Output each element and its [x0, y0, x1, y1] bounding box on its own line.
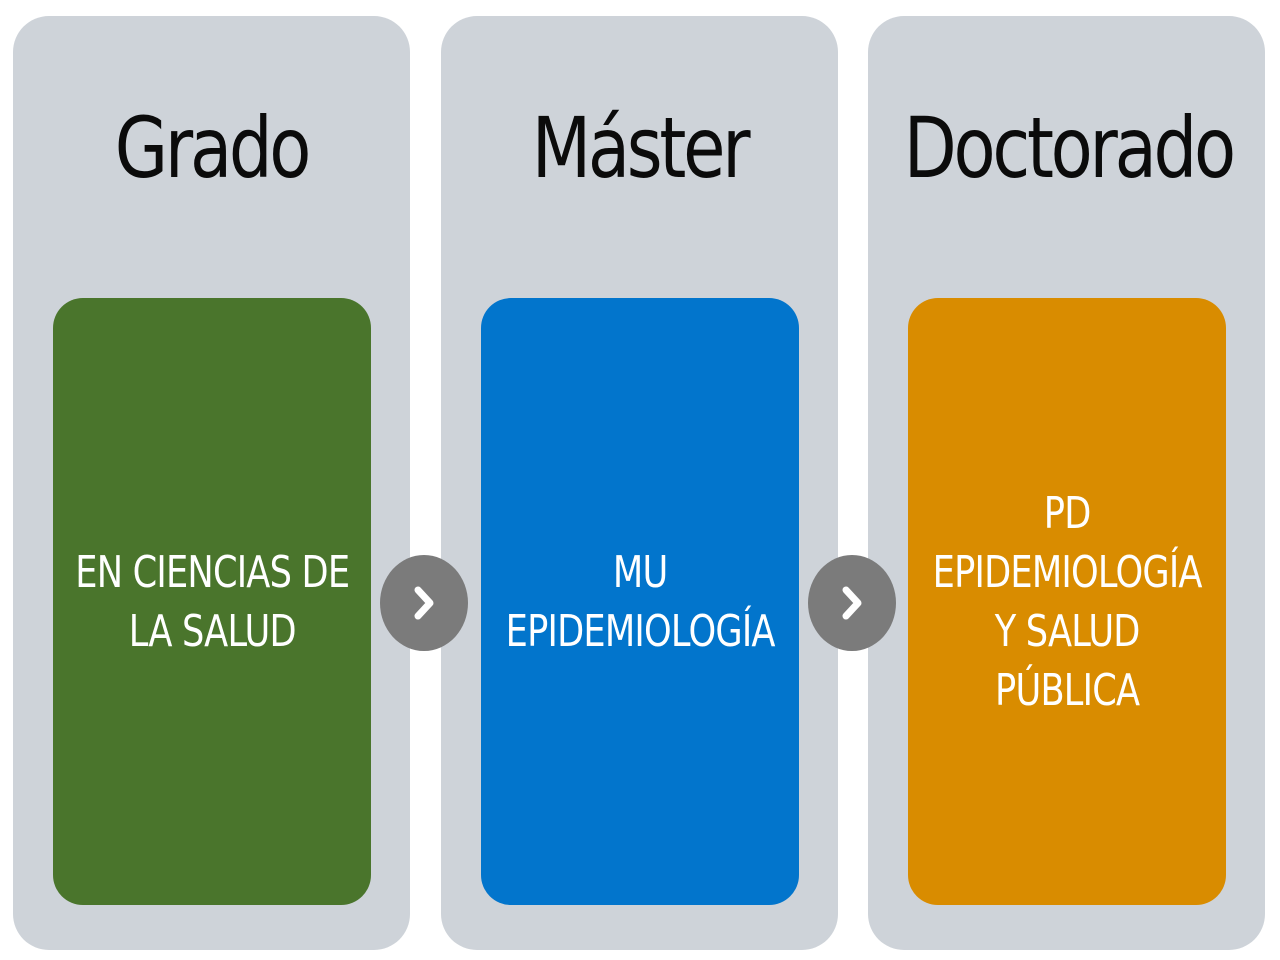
chevron-right-icon	[380, 555, 468, 651]
stage-card-line: EPIDEMIOLOGÍA	[505, 605, 775, 657]
stage-card-line: EN CIENCIAS DE	[75, 546, 350, 598]
stage-card-text: PD EPIDEMIOLOGÍA Y SALUD PÚBLICA	[932, 484, 1202, 720]
stage-title: Máster	[531, 99, 751, 197]
stage-column-grado: Grado EN CIENCIAS DE LA SALUD	[13, 16, 410, 950]
stage-card-line: MU	[612, 546, 668, 598]
stage-card-line: EPIDEMIOLOGÍA	[932, 546, 1202, 598]
stage-title: Grado	[114, 99, 312, 197]
stage-card-line: PÚBLICA	[994, 664, 1140, 716]
stage-card: PD EPIDEMIOLOGÍA Y SALUD PÚBLICA	[908, 298, 1226, 905]
stage-card-line: Y SALUD	[994, 605, 1141, 657]
stage-card-line: LA SALUD	[128, 605, 296, 657]
stage-column-master: Máster MU EPIDEMIOLOGÍA	[441, 16, 838, 950]
stage-card-line: PD	[1043, 487, 1092, 539]
stage-card: EN CIENCIAS DE LA SALUD	[53, 298, 371, 905]
stage-card-text: EN CIENCIAS DE LA SALUD	[75, 543, 350, 661]
stage-card: MU EPIDEMIOLOGÍA	[481, 298, 799, 905]
stage-title: Doctorado	[903, 99, 1236, 197]
chevron-right-icon	[808, 555, 896, 651]
stage-column-doctorado: Doctorado PD EPIDEMIOLOGÍA Y SALUD PÚBLI…	[868, 16, 1265, 950]
stage-card-text: MU EPIDEMIOLOGÍA	[505, 543, 775, 661]
